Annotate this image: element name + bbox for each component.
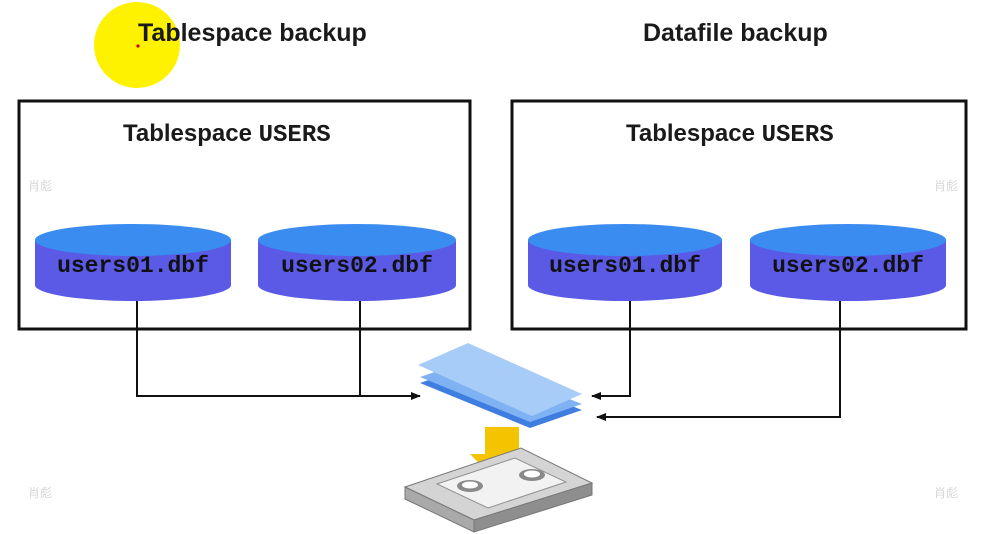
datafile-cylinder-right-2: users02.dbf <box>750 224 946 301</box>
left-tablespace-title-name: USERS <box>259 122 331 149</box>
connector-left-1 <box>136 301 360 397</box>
watermark-left-top: 肖彪 <box>28 179 52 193</box>
right-tablespace-title-name: USERS <box>762 122 834 149</box>
datafile-cylinder-right-1: users01.dbf <box>528 224 722 301</box>
watermark-right-bottom: 肖彪 <box>934 486 958 500</box>
datafile-cylinder-left-2: users02.dbf <box>258 224 456 301</box>
cursor-dot <box>136 44 140 48</box>
connector-right-1 <box>591 301 631 400</box>
left-tablespace-title-prefix: Tablespace <box>123 120 259 147</box>
datafile-label-left-2: users02.dbf <box>281 253 433 279</box>
watermark-right-top: 肖彪 <box>934 179 958 193</box>
connector-right-2 <box>596 301 841 421</box>
watermark-left-bottom: 肖彪 <box>28 486 52 500</box>
right-tablespace-title: Tablespace USERS <box>626 120 834 149</box>
datafile-label-right-1: users01.dbf <box>549 253 701 279</box>
right-tablespace-title-prefix: Tablespace <box>626 120 762 147</box>
stacked-sheets-icon <box>418 343 582 428</box>
tablespace-backup-heading: Tablespace backup <box>138 19 367 47</box>
datafile-backup-heading: Datafile backup <box>643 19 828 47</box>
datafile-label-left-1: users01.dbf <box>57 253 209 279</box>
tape-cartridge-icon <box>403 447 594 533</box>
connector-left-2 <box>359 301 421 400</box>
datafile-label-right-2: users02.dbf <box>772 253 924 279</box>
left-tablespace-title: Tablespace USERS <box>123 120 331 149</box>
datafile-cylinder-left-1: users01.dbf <box>35 224 231 301</box>
